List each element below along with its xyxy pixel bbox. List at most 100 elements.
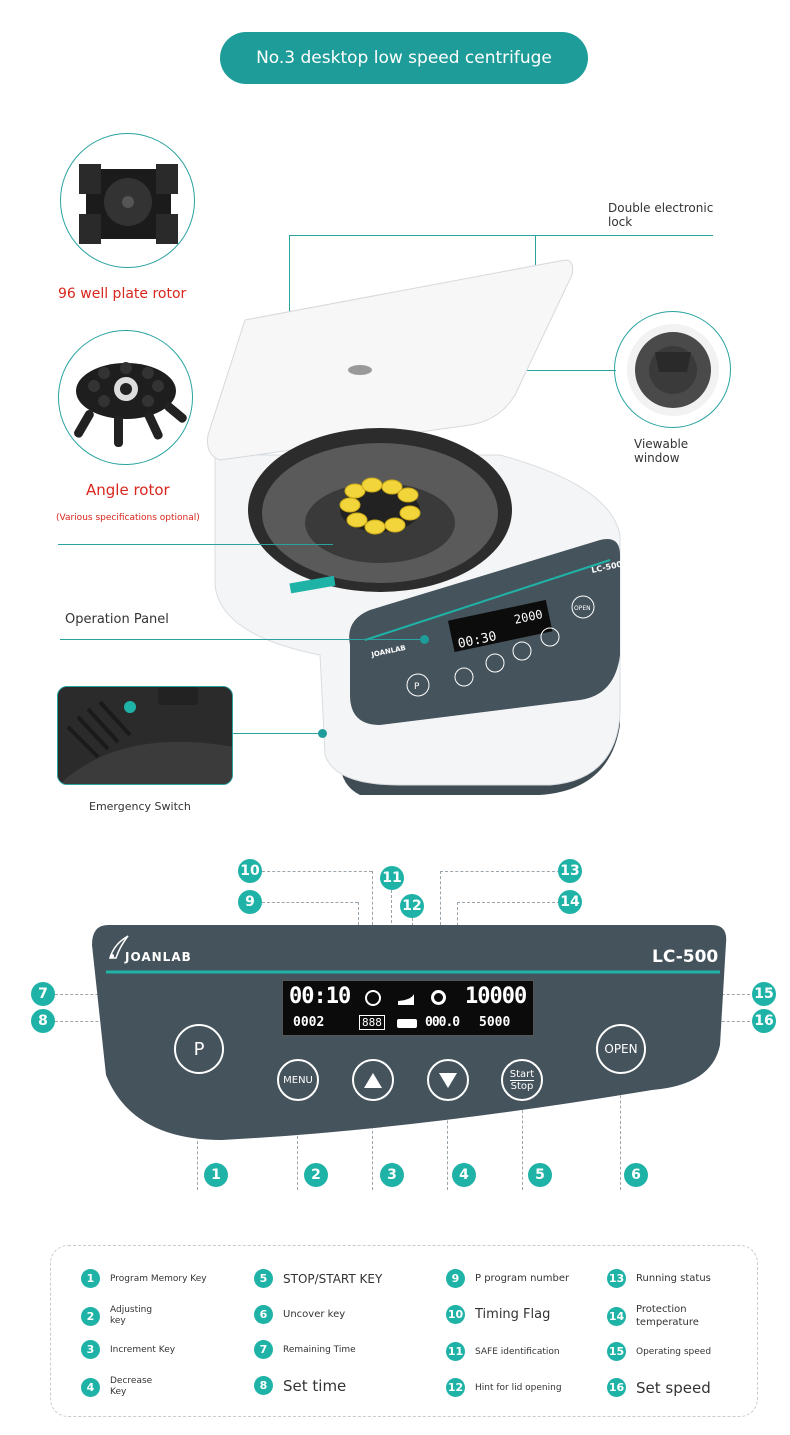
callout-13: 13 xyxy=(558,859,582,883)
legend-label: Remaining Time xyxy=(283,1344,356,1355)
angle-rotor-leader xyxy=(58,544,333,545)
well-plate-rotor-image xyxy=(60,133,195,268)
legend-num: 6 xyxy=(254,1305,273,1324)
emergency-switch-dot xyxy=(318,729,327,738)
callout-15: 15 xyxy=(752,982,776,1006)
panel-model: LC-500 xyxy=(652,947,719,967)
p-button-label: P xyxy=(193,1038,205,1060)
legend-item-5: 5 STOP/START KEY xyxy=(254,1269,382,1288)
centrifuge-illustration: 00:30 2000 LC-500 JOANLAB P OPEN xyxy=(207,259,623,795)
start-label: Start xyxy=(509,1068,535,1081)
double-lock-label: Double electronic lock xyxy=(608,201,714,229)
legend-num: 13 xyxy=(607,1269,626,1288)
panel-logo-icon xyxy=(106,934,130,960)
legend-label: Hint for lid opening xyxy=(475,1382,562,1393)
safe-icon xyxy=(397,991,415,1005)
callout-8: 8 xyxy=(31,1009,55,1033)
legend-label: Decrease Key xyxy=(110,1376,153,1397)
page-title: No.3 desktop low speed centrifuge xyxy=(220,32,588,84)
protection-temperature: 000.0 xyxy=(425,1015,460,1030)
legend-item-16: 16 Set speed xyxy=(607,1378,711,1397)
increment-button[interactable] xyxy=(352,1059,394,1101)
p-button[interactable]: P xyxy=(174,1024,224,1074)
menu-button[interactable]: MENU xyxy=(277,1059,319,1101)
viewable-window-label: Viewable window xyxy=(634,437,689,465)
legend-label: Set speed xyxy=(636,1378,711,1397)
operating-speed: 10000 xyxy=(465,984,527,1009)
callout-1: 1 xyxy=(204,1163,228,1187)
legend-box xyxy=(50,1245,758,1417)
legend-label: Set time xyxy=(283,1376,347,1395)
lid-hint-icon xyxy=(397,1019,417,1028)
legend-item-15: 15 Operating speed xyxy=(607,1342,711,1361)
open-button[interactable]: OPEN xyxy=(596,1024,646,1074)
angle-rotor-label: Angle rotor xyxy=(86,481,170,499)
legend-item-13: 13 Running status xyxy=(607,1269,711,1288)
angle-rotor-note: (Various specifications optional) xyxy=(56,513,200,523)
callout-9: 9 xyxy=(238,890,262,914)
callout-6: 6 xyxy=(624,1163,648,1187)
legend-item-10: 10 Timing Flag xyxy=(446,1305,550,1324)
legend-num: 8 xyxy=(254,1376,273,1395)
well-plate-rotor-label: 96 well plate rotor xyxy=(58,286,187,302)
legend-num: 5 xyxy=(254,1269,273,1288)
callout-12: 12 xyxy=(400,894,424,918)
legend-label: Protection temperature xyxy=(636,1304,699,1328)
angle-rotor-image xyxy=(58,330,193,465)
legend-label: SAFE identification xyxy=(475,1346,560,1357)
operation-panel-leader xyxy=(60,639,425,640)
legend-item-12: 12 Hint for lid opening xyxy=(446,1378,562,1397)
emergency-switch-label: Emergency Switch xyxy=(89,800,191,813)
legend-num: 7 xyxy=(254,1340,273,1359)
decrease-button[interactable] xyxy=(427,1059,469,1101)
lcd-screen: 00:10 0002 888 000.0 10000 5000 xyxy=(282,980,534,1036)
legend-num: 14 xyxy=(607,1306,626,1326)
menu-button-label: MENU xyxy=(283,1074,313,1086)
machine-p-button: P xyxy=(414,682,420,692)
emergency-switch-leader xyxy=(233,733,323,734)
legend-item-4: 4 Decrease Key xyxy=(81,1376,165,1398)
legend-num: 15 xyxy=(607,1342,626,1361)
legend-item-1: 1 Program Memory Key xyxy=(81,1269,207,1288)
legend-label: Increment Key xyxy=(110,1344,176,1355)
legend-label: Timing Flag xyxy=(475,1307,551,1322)
legend-num: 4 xyxy=(81,1377,100,1397)
legend-num: 10 xyxy=(446,1305,465,1324)
callout-16: 16 xyxy=(752,1009,776,1033)
double-lock-leader xyxy=(289,235,713,236)
running-status-icon xyxy=(431,990,446,1005)
legend-label: Operating speed xyxy=(636,1346,712,1357)
callout-3: 3 xyxy=(380,1163,404,1187)
legend-item-3: 3 Increment Key xyxy=(81,1340,175,1359)
legend-item-6: 6 Uncover key xyxy=(254,1305,345,1324)
set-time: 0002 xyxy=(293,1015,325,1030)
legend-label: P program number xyxy=(475,1273,570,1284)
stop-label: Stop xyxy=(510,1080,534,1092)
legend-item-9: 9 P program number xyxy=(446,1269,569,1288)
callout-11: 11 xyxy=(380,866,404,890)
callout-10: 10 xyxy=(238,859,262,883)
panel-brand: JOANLAB xyxy=(125,950,192,964)
operation-panel-label: Operation Panel xyxy=(65,612,169,627)
legend-label: Uncover key xyxy=(283,1309,346,1320)
triangle-up-icon xyxy=(364,1072,382,1088)
p-program-number: 888 xyxy=(359,1015,385,1030)
legend-item-14: 14 Protection temperature xyxy=(607,1303,711,1329)
triangle-down-icon xyxy=(439,1072,457,1088)
callout-4: 4 xyxy=(452,1163,476,1187)
legend-num: 1 xyxy=(81,1269,100,1288)
start-stop-button[interactable]: Start Stop xyxy=(501,1059,543,1101)
remaining-time: 00:10 xyxy=(289,984,351,1009)
legend-num: 16 xyxy=(607,1378,626,1397)
operation-panel-dot xyxy=(420,635,429,644)
legend-item-2: 2 Adjusting key xyxy=(81,1305,165,1327)
legend-item-8: 8 Set time xyxy=(254,1376,346,1395)
legend-item-7: 7 Remaining Time xyxy=(254,1340,356,1359)
viewable-window-image xyxy=(614,311,731,428)
set-speed: 5000 xyxy=(479,1015,511,1030)
legend-num: 9 xyxy=(446,1269,465,1288)
legend-num: 3 xyxy=(81,1340,100,1359)
callout-14: 14 xyxy=(558,890,582,914)
callout-5: 5 xyxy=(528,1163,552,1187)
machine-lcd-speed: 2000 xyxy=(513,607,544,627)
